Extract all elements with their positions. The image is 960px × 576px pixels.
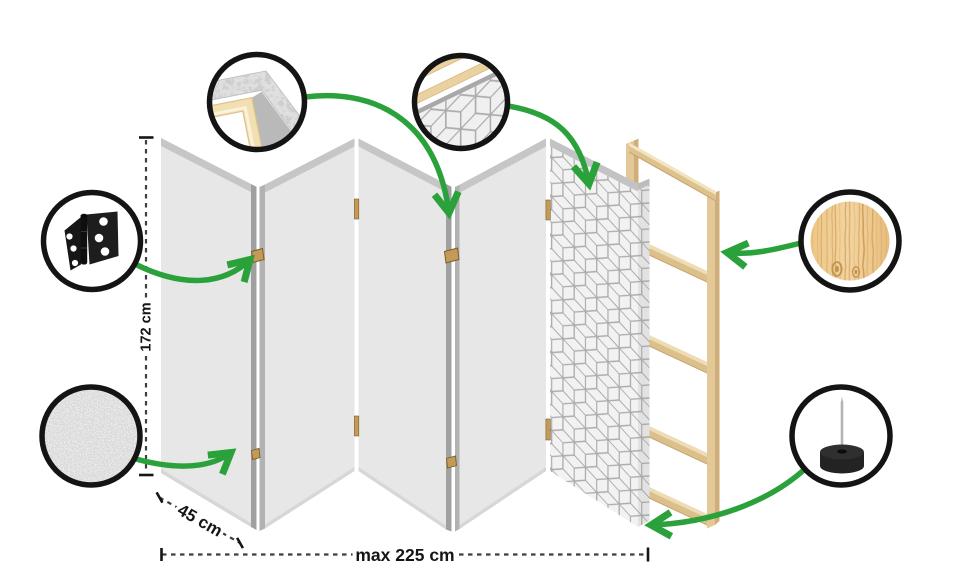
- hinge-mark: [545, 418, 551, 441]
- panel-4: [459, 138, 546, 529]
- callout-arrows: [133, 92, 808, 540]
- frame-corner-callout-ring: [206, 51, 308, 153]
- callout-frame-corner: [206, 51, 308, 153]
- callout-texture: [39, 384, 143, 488]
- height-dim-label: 172 cm: [139, 302, 155, 351]
- hinge-callout-ring: [40, 189, 144, 293]
- folding-screen: [161, 138, 650, 532]
- panel-3: [358, 138, 446, 530]
- hinge-mark: [354, 415, 360, 437]
- foot-icon: [820, 396, 864, 474]
- arrow-foot: [644, 465, 808, 540]
- callout-top-edge: [411, 52, 511, 152]
- hinge-mark: [250, 247, 265, 264]
- panel-5-pattern: [550, 138, 638, 527]
- callout-hinge: [40, 189, 144, 293]
- panel-5-side: [638, 178, 650, 527]
- panel-2: [265, 138, 355, 529]
- hinge-mark: [251, 447, 261, 461]
- panel-1: [161, 138, 251, 527]
- total-width-dim-label: max 225 cm: [355, 545, 454, 565]
- wood-callout-ring: [798, 189, 902, 293]
- arrow-hinge: [133, 254, 255, 284]
- arrow-wood: [720, 239, 802, 270]
- arrow-top-edge: [507, 103, 601, 191]
- callout-wood: [798, 189, 902, 293]
- panel-width-dim-line: [158, 496, 241, 544]
- callout-foot: [789, 384, 893, 488]
- hinge-mark: [545, 199, 551, 221]
- arrow-texture: [135, 448, 237, 476]
- hinge-mark: [443, 247, 460, 264]
- foot-callout-ring: [789, 384, 893, 488]
- arrow-frame-corner: [304, 92, 462, 220]
- texture-callout-ring: [39, 384, 143, 488]
- hinge-mark: [446, 455, 457, 469]
- top-edge-callout-ring: [411, 52, 511, 152]
- hinge-mark: [354, 198, 360, 220]
- hinge-icon: [64, 211, 119, 271]
- callouts: [39, 51, 902, 488]
